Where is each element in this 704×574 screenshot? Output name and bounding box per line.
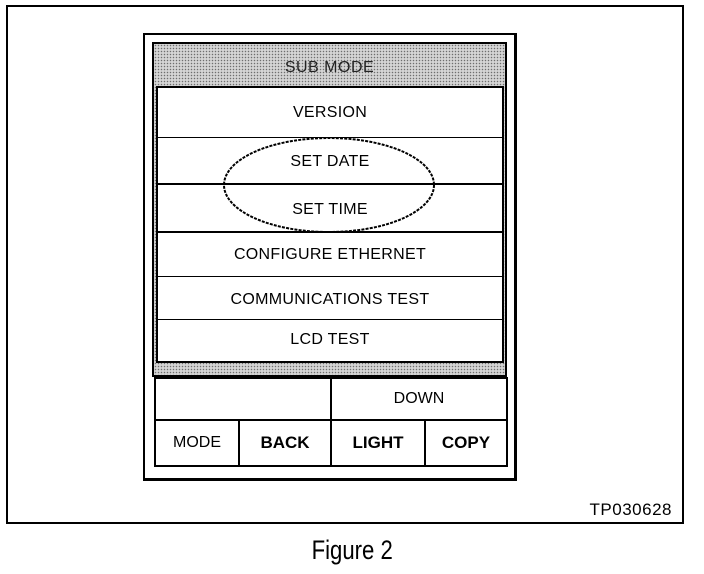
- menu-item-set-date[interactable]: SET DATE: [158, 138, 502, 185]
- back-button[interactable]: BACK: [238, 419, 332, 467]
- menu-item-set-time[interactable]: SET TIME: [158, 185, 502, 233]
- screen-title: SUB MODE: [284, 59, 375, 76]
- menu-item-lcd-test[interactable]: LCD TEST: [158, 320, 502, 361]
- figure-frame: [6, 5, 684, 524]
- menu-item-configure-ethernet[interactable]: CONFIGURE ETHERNET: [158, 233, 502, 277]
- figure-code: TP030628: [589, 500, 672, 519]
- menu-item-communications-test[interactable]: COMMUNICATIONS TEST: [158, 277, 502, 320]
- figure-caption: Figure 2: [311, 535, 393, 565]
- copy-button[interactable]: COPY: [424, 419, 508, 467]
- light-button[interactable]: LIGHT: [330, 419, 426, 467]
- sub-mode-menu: VERSION SET DATE SET TIME CONFIGURE ETHE…: [156, 86, 504, 363]
- button-panel: DOWN MODE BACK LIGHT COPY: [154, 377, 508, 467]
- mode-button[interactable]: MODE: [154, 419, 240, 467]
- menu-item-version[interactable]: VERSION: [158, 88, 502, 138]
- down-button[interactable]: DOWN: [330, 377, 508, 421]
- blank-button[interactable]: [154, 377, 332, 421]
